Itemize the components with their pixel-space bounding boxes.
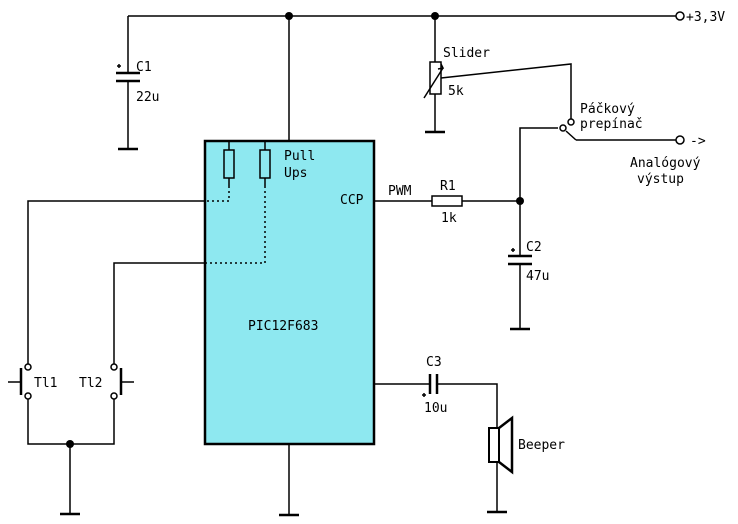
- supply-label: +3,3V: [686, 10, 725, 25]
- button-t1-label: Tl1: [34, 376, 57, 391]
- output-arrow: ->: [690, 134, 706, 149]
- c3-value: 10u: [424, 401, 447, 416]
- c1-value: 22u: [136, 90, 159, 105]
- capacitor-icon: [116, 16, 140, 148]
- output-label-2: výstup: [637, 172, 684, 187]
- pullups-label-1: Pull: [284, 149, 315, 164]
- capacitor-icon: [508, 201, 532, 328]
- pwm-label: PWM: [388, 184, 412, 199]
- pushbutton-icon: [110, 262, 205, 400]
- capacitor-icon: [374, 374, 498, 428]
- potentiometer-icon: [423, 16, 572, 131]
- c2-value: 47u: [526, 269, 549, 284]
- slider-name: Slider: [443, 46, 490, 61]
- mcu-ccp-pin: CCP: [340, 193, 364, 208]
- c3-name: C3: [426, 355, 442, 370]
- pushbutton-icon: [8, 200, 205, 445]
- speaker-icon: [488, 415, 514, 511]
- output-label-1: Analógový: [630, 156, 701, 171]
- switch-label-2: prepínač: [580, 117, 643, 132]
- beeper-label: Beeper: [518, 438, 565, 453]
- switch-icon: [519, 118, 685, 200]
- slider-value: 5k: [448, 84, 464, 99]
- mcu-label: PIC12F683: [248, 319, 318, 334]
- pullups-label-2: Ups: [284, 166, 307, 181]
- button-t2-label: Tl2: [79, 376, 102, 391]
- c2-name: C2: [526, 240, 542, 255]
- mcu-chip: [203, 139, 376, 446]
- supply-rail: [128, 11, 685, 21]
- r1-name: R1: [440, 179, 456, 194]
- pullup-resistors: [205, 141, 271, 264]
- r1-value: 1k: [441, 211, 457, 226]
- resistor-icon: [374, 195, 524, 207]
- switch-label-1: Páčkový: [580, 102, 635, 117]
- c1-name: C1: [136, 60, 152, 75]
